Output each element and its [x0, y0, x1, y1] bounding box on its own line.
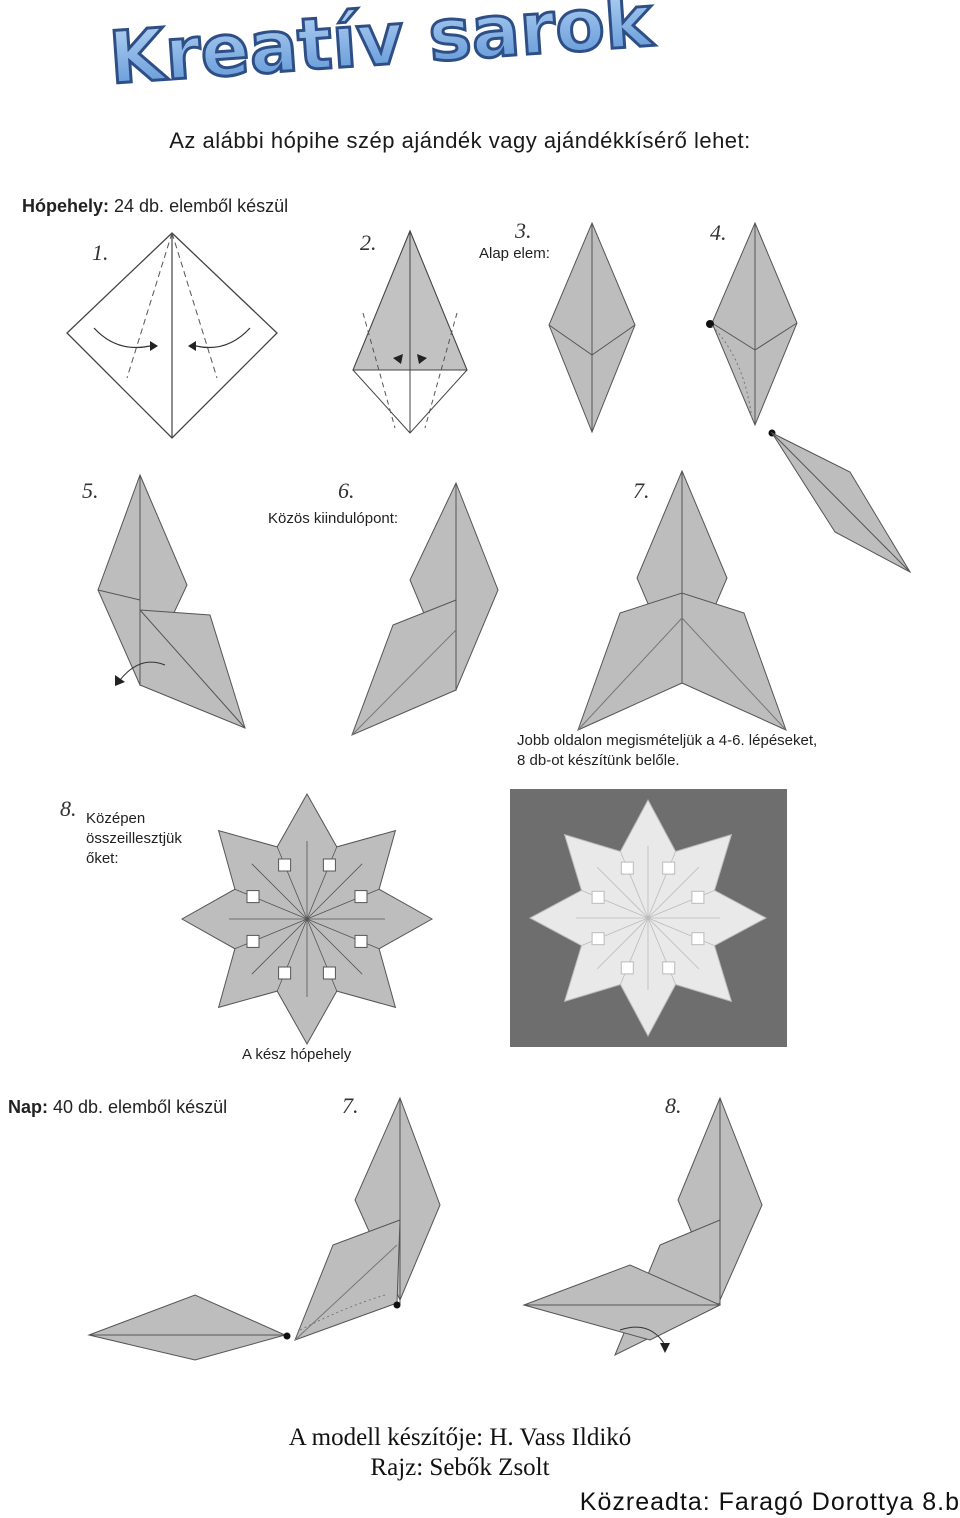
step-1-number: 1. — [92, 240, 109, 265]
step-7-diagram — [577, 469, 787, 731]
glue-note: Középen összeillesztjük őket: — [86, 809, 182, 869]
step-3-number: 3. — [515, 218, 532, 243]
step-6-number: 6. — [338, 478, 355, 503]
star-window — [278, 858, 292, 872]
step-5-diagram — [97, 473, 246, 729]
sun-step-8-diagram — [522, 1096, 763, 1357]
snowflake-heading-bold: Hópehely: — [22, 196, 110, 216]
snowflake-photo-star — [528, 798, 768, 1038]
glue-note-line-2: összeillesztjük — [86, 830, 182, 847]
star-window — [322, 858, 336, 872]
snowflake-star — [180, 792, 434, 1046]
star-fold-line — [596, 917, 649, 970]
star-fold-line — [596, 866, 649, 919]
sun-heading: Nap: 40 db. elemből készül — [8, 1097, 227, 1118]
step-2-diagram — [352, 229, 468, 434]
sun-heading-bold: Nap: — [8, 1097, 48, 1117]
star-window — [354, 934, 368, 948]
star-window — [662, 861, 676, 875]
banner-title: Kreatív sarok — [106, 0, 657, 100]
snowflake-heading: Hópehely: 24 db. elemből készül — [22, 196, 288, 217]
model-author: A modell készítője: H. Vass Ildikó — [288, 1424, 632, 1451]
star-window — [246, 934, 260, 948]
published-by: Közreadta: Faragó Dorottya 8.b — [579, 1488, 960, 1516]
star-window — [662, 961, 676, 975]
subtitle: Az alábbi hópihe szép ajándék vagy ajánd… — [169, 128, 751, 153]
star-window — [691, 890, 705, 904]
star-window — [278, 966, 292, 980]
snowflake-photo — [510, 789, 787, 1047]
step-4-diagram — [706, 221, 912, 574]
star-window — [322, 966, 336, 980]
star-window — [691, 932, 705, 946]
star-fold-line — [306, 863, 363, 920]
star-window — [620, 961, 634, 975]
sun-heading-rest: 40 db. elemből készül — [48, 1097, 228, 1117]
finished-snowflake-diagram — [180, 792, 434, 1046]
star-fold-line — [647, 866, 700, 919]
sun-step-8-number: 8. — [665, 1093, 682, 1118]
star-fold-line — [251, 863, 308, 920]
star-window — [591, 932, 605, 946]
sun-step-7-number: 7. — [342, 1093, 359, 1118]
common-start-label: Közös kiindulópont: — [268, 510, 399, 527]
repeat-note-line-1: Jobb oldalon megismételjük a 4-6. lépése… — [517, 732, 818, 749]
drawing-author: Rajz: Sebők Zsolt — [370, 1454, 550, 1481]
step-7-number: 7. — [633, 478, 650, 503]
step-5-number: 5. — [82, 478, 99, 503]
snowflake-heading-rest: 24 db. elemből készül — [109, 196, 289, 216]
star-fold-line — [251, 918, 308, 975]
step-8-number: 8. — [60, 796, 77, 821]
star-window — [620, 861, 634, 875]
sun-step-7-diagram — [87, 1096, 441, 1361]
star-window — [246, 890, 260, 904]
glue-note-line-1: Középen — [86, 810, 146, 827]
star-window — [354, 890, 368, 904]
step-1-diagram — [66, 232, 278, 439]
repeat-note-line-2: 8 db-ot készítünk belőle. — [517, 752, 680, 769]
step-4-number: 4. — [710, 220, 727, 245]
star-window — [591, 890, 605, 904]
glue-note-line-3: őket: — [86, 850, 119, 867]
star-fold-line — [306, 918, 363, 975]
kreativ-sarok-banner: Kreatív sarok — [105, 0, 659, 102]
step-2-number: 2. — [360, 230, 377, 255]
star-fold-line — [647, 917, 700, 970]
step-3-diagram — [548, 221, 636, 434]
finished-snowflake-label: A kész hópehely — [242, 1046, 352, 1063]
base-element-label: Alap elem: — [479, 245, 550, 262]
step-6-diagram — [351, 481, 499, 736]
